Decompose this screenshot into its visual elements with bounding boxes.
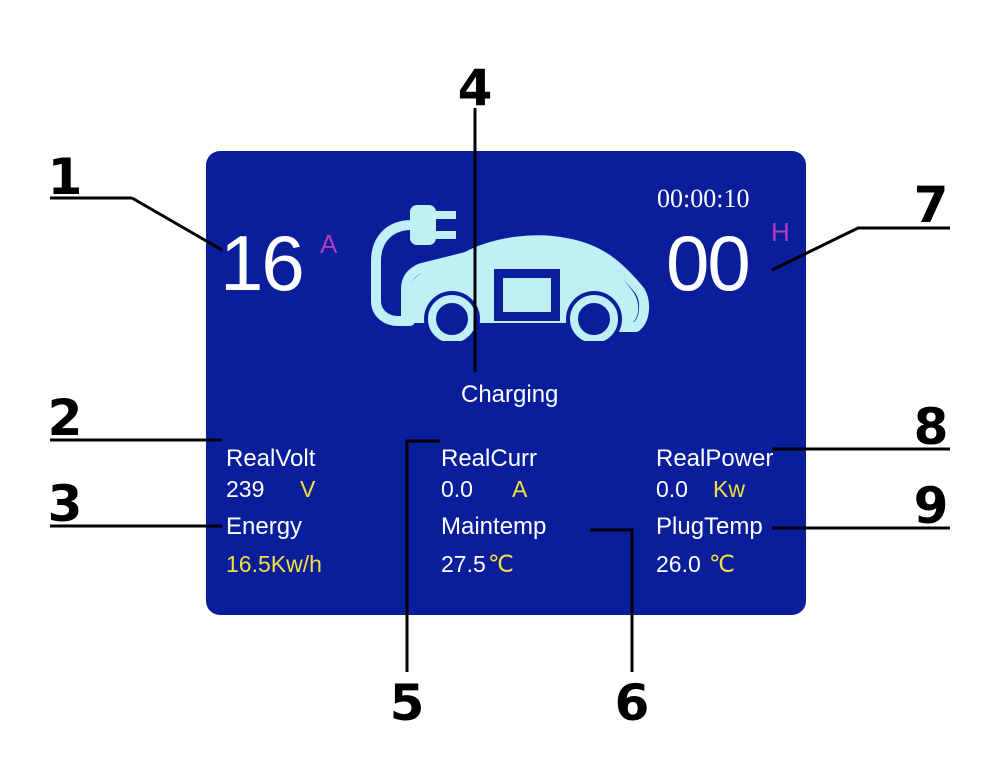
callout-line-1-leader: [131, 196, 223, 252]
real-volt-label: RealVolt: [226, 445, 316, 472]
plug-temp-unit: ℃: [709, 551, 735, 577]
callout-2: 2: [47, 389, 83, 447]
plug-temp-value: 26.0: [656, 551, 701, 577]
charge-timer: 00:00:10: [657, 184, 750, 213]
charging-status: Charging: [461, 381, 559, 408]
callout-5: 5: [389, 674, 425, 732]
main-temp-value: 27.5: [441, 551, 486, 577]
real-power-unit: Kw: [713, 476, 745, 502]
energy-label: Energy: [226, 513, 303, 540]
current-unit: A: [320, 229, 338, 259]
callout-9: 9: [913, 477, 949, 535]
charge-hours-value: 00: [666, 219, 751, 307]
callout-4: 4: [457, 59, 493, 117]
callout-8: 8: [913, 398, 949, 456]
display-panel: 16 A 00:00:10 00 H Charging RealVolt: [206, 151, 806, 615]
callout-3: 3: [47, 475, 83, 533]
real-power-value: 0.0: [656, 476, 688, 502]
real-volt-value: 239: [226, 476, 265, 502]
energy-value: 16.5Kw/h: [226, 551, 322, 577]
real-curr-value: 0.0: [441, 476, 473, 502]
callout-7: 7: [913, 176, 949, 234]
callout-line-6: [590, 528, 634, 672]
main-temp-unit: ℃: [488, 551, 514, 577]
real-volt-unit: V: [300, 476, 316, 502]
main-temp-label: Maintemp: [441, 513, 547, 540]
ev-car-charging-icon: [371, 205, 650, 341]
plug-temp-label: PlugTemp: [656, 513, 763, 540]
charge-hours-unit: H: [771, 217, 790, 247]
callout-6: 6: [614, 674, 650, 732]
real-power-label: RealPower: [656, 445, 774, 472]
callout-1: 1: [47, 148, 83, 206]
real-curr-unit: A: [512, 476, 528, 502]
current-value: 16: [220, 219, 305, 307]
real-curr-label: RealCurr: [441, 445, 538, 472]
callout-line-5: [405, 439, 440, 672]
callout-line-7: [771, 226, 950, 272]
